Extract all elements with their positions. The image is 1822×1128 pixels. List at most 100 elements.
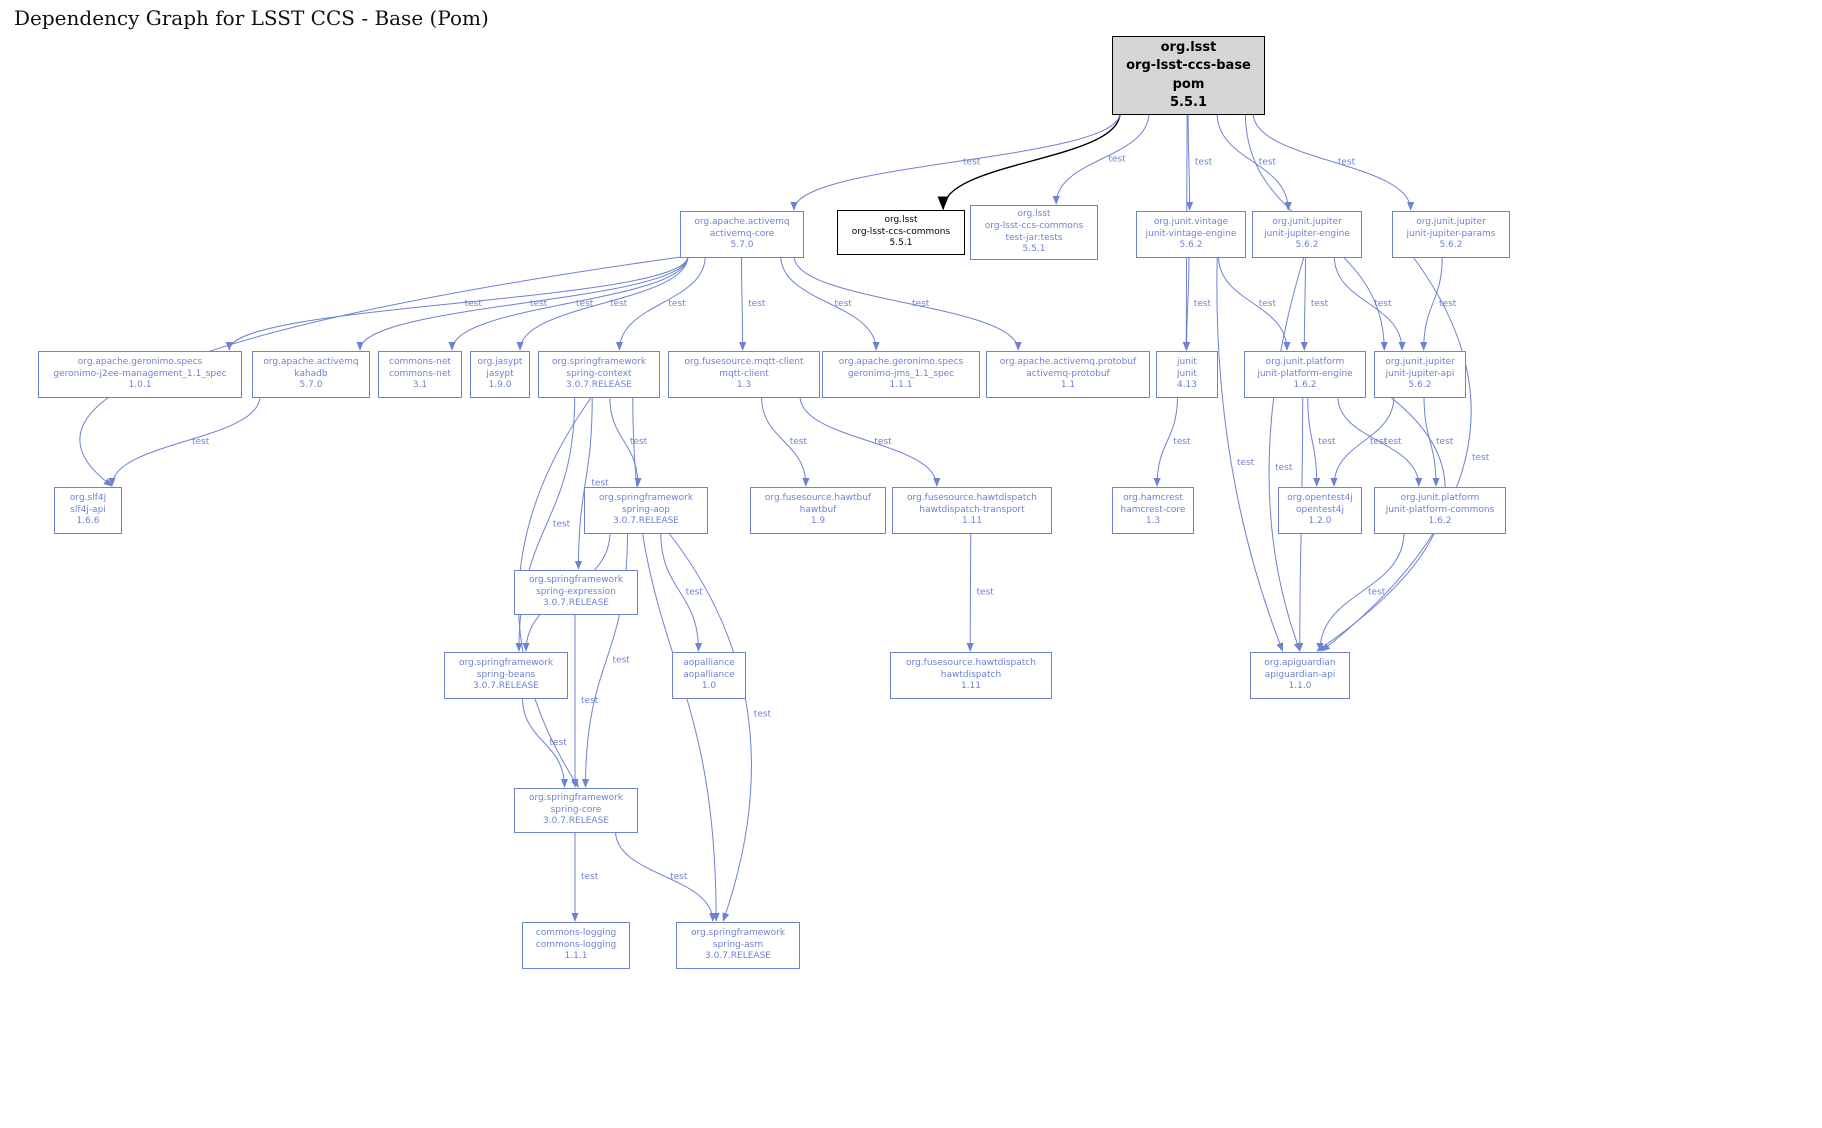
node-label: 1.1.1 xyxy=(889,380,913,391)
node-label: spring-expression xyxy=(536,586,616,597)
node-label: commons-net xyxy=(389,368,451,379)
node-label: org.junit.jupiter xyxy=(1272,216,1342,227)
edge-vintage-engine-to-junit xyxy=(1183,255,1191,351)
node-label: 1.1.1 xyxy=(564,951,588,962)
edge-label-activemq-core-to-geronimo-jms: test xyxy=(835,299,853,309)
node-label: org.junit.platform xyxy=(1265,356,1345,367)
edge-root-to-jupiter-params xyxy=(1252,112,1415,211)
node-label: 3.0.7.RELEASE xyxy=(543,598,609,609)
node-label: org.fusesource.mqtt-client xyxy=(684,356,804,367)
node-label: org.junit.jupiter xyxy=(1385,356,1455,367)
node-label: test-jar:tests xyxy=(1005,232,1063,243)
node-label: spring-core xyxy=(550,804,602,815)
node-label: 1.6.6 xyxy=(76,516,100,527)
node-label: 1.9 xyxy=(810,516,826,527)
node-label: org.springframework xyxy=(528,792,624,803)
edge-label-root-to-jupiter-params: test xyxy=(1338,158,1356,168)
node-label: 1.1 xyxy=(1060,380,1076,391)
node-label: 5.7.0 xyxy=(730,240,754,251)
edge-spring-context-to-spring-expression xyxy=(574,395,593,570)
node-label: spring-context xyxy=(566,368,632,379)
node-label: hawtdispatch xyxy=(940,669,1002,680)
edge-jupiter-params-to-jupiter-api xyxy=(1420,255,1443,351)
edge-label-root-to-activemq-core: test xyxy=(963,158,981,168)
node-label: hawtdispatch-transport xyxy=(919,504,1025,515)
node-label: org.junit.jupiter xyxy=(1416,216,1486,227)
node-label: 5.6.2 xyxy=(1179,240,1203,251)
node-label: org.apache.activemq xyxy=(263,356,359,367)
node-label: org.hamcrest xyxy=(1123,492,1183,503)
node-label: 1.11 xyxy=(960,681,982,692)
node-label: 5.5.1 xyxy=(1022,244,1046,255)
node-label: org.fusesource.hawtdispatch xyxy=(907,492,1037,503)
node-label: geronimo-j2ee-management_1.1_spec xyxy=(53,368,227,379)
node-label: aopalliance xyxy=(683,669,735,680)
node-label: 5.6.2 xyxy=(1295,240,1319,251)
edge-label-jupiter-params-to-apiguardian: test xyxy=(1472,453,1490,463)
edge-label-activemq-core-to-mqtt-client: test xyxy=(748,299,766,309)
edge-activemq-core-to-mqtt-client xyxy=(739,255,747,351)
node-label: org.jasypt xyxy=(477,356,523,367)
edge-label-spring-aop-to-aopalliance: test xyxy=(686,588,704,598)
edge-activemq-core-to-commons-net xyxy=(448,255,689,351)
node-label: commons-logging xyxy=(535,927,617,938)
edge-label-vintage-engine-to-platform-engine: test xyxy=(1259,299,1277,309)
node-label: spring-asm xyxy=(712,939,764,950)
edge-activemq-core-to-jasypt xyxy=(516,255,689,351)
node-label: hamcrest-core xyxy=(1120,504,1186,515)
node-label: org.apache.geronimo.specs xyxy=(77,356,203,367)
edge-root-to-commons xyxy=(937,112,1121,211)
edge-label-kahadb-to-slf4j: test xyxy=(192,437,210,447)
edge-jupiter-engine-to-jupiter-api xyxy=(1333,255,1406,351)
edge-spring-context-to-spring-aop xyxy=(609,395,642,487)
node-label: 5.7.0 xyxy=(299,380,323,391)
node-label: activemq-core xyxy=(709,228,775,239)
node-label: org.fusesource.hawtdispatch xyxy=(906,657,1036,668)
node-label: 1.6.2 xyxy=(1428,516,1452,527)
edge-label-root-to-jupiter-engine: test xyxy=(1259,158,1277,168)
edge-activemq-core-to-geronimo-j2ee xyxy=(225,255,689,351)
node-label: 5.5.1 xyxy=(889,238,913,249)
edge-label-jupiter-engine-to-jupiter-api: test xyxy=(1374,299,1392,309)
edge-label-platform-engine-to-platform-commons: test xyxy=(1384,437,1402,447)
edge-platform-engine-to-platform-commons xyxy=(1337,395,1423,487)
page-title: Dependency Graph for LSST CCS - Base (Po… xyxy=(14,6,489,30)
edge-jupiter-engine-to-platform-engine xyxy=(1300,255,1308,351)
node-label: pom xyxy=(1172,76,1205,92)
node-label: 3.0.7.RELEASE xyxy=(473,681,539,692)
node-label: 1.9.0 xyxy=(488,380,512,391)
edge-label-jupiter-api-to-platform-commons: test xyxy=(1436,437,1454,447)
node-label: junit xyxy=(1177,368,1197,379)
node-label: 1.1.0 xyxy=(1288,681,1312,692)
edge-spring-aop-to-aopalliance xyxy=(660,531,703,652)
node-label: org.junit.platform xyxy=(1400,492,1480,503)
node-label: junit xyxy=(1177,356,1197,367)
node-label: apiguardian-api xyxy=(1264,669,1336,680)
node-label: org.fusesource.hawtbuf xyxy=(764,492,872,503)
node-label: 1.6.2 xyxy=(1293,380,1317,391)
node-label: mqtt-client xyxy=(719,368,769,379)
node-label: 1.3 xyxy=(1145,516,1161,527)
node-label: org.springframework xyxy=(528,574,624,585)
edge-label-activemq-core-to-jasypt: test xyxy=(610,299,628,309)
edge-label-root-to-vintage-engine: test xyxy=(1195,158,1213,168)
edge-label-hawtdispatch-transport-to-hawtdispatch: test xyxy=(977,588,995,598)
node-label: org.lsst xyxy=(1017,208,1051,219)
node-label: org.apache.activemq xyxy=(694,216,790,227)
node-label: org.lsst xyxy=(884,214,918,225)
